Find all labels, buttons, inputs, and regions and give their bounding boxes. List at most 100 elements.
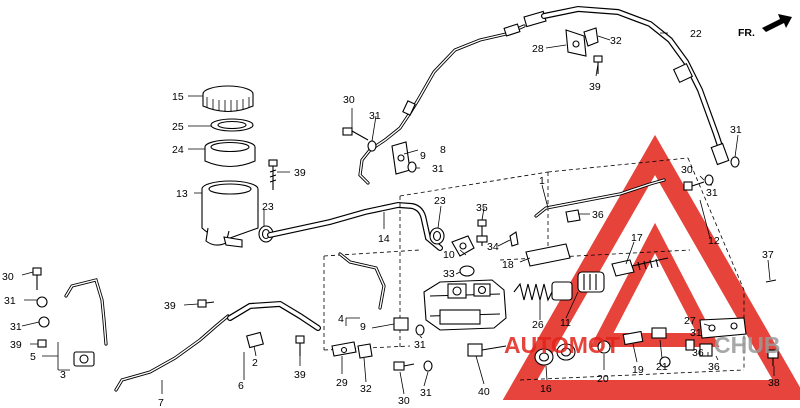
- washer-31-left: [36, 296, 48, 308]
- bolt-39-bottom: [295, 335, 305, 356]
- callout-31-right-b: 31: [706, 187, 718, 199]
- piston-spring-26: [513, 281, 573, 302]
- leader-lines: [21, 32, 775, 395]
- callout-28: 28: [532, 43, 544, 55]
- callout-36-low: 36: [708, 361, 720, 373]
- piston-11: [577, 271, 605, 293]
- callout-30-left: 30: [2, 271, 14, 283]
- hose-bracket-28: [565, 29, 587, 57]
- reservoir-13: [201, 180, 259, 248]
- bracket-27: [699, 317, 747, 339]
- callout-38: 38: [768, 377, 780, 389]
- switch-36-top: [565, 209, 581, 223]
- reservoir-filter-24: [204, 139, 256, 168]
- clamp-2: [246, 331, 264, 349]
- callout-12: 12: [708, 235, 720, 247]
- callout-35: 35: [476, 202, 488, 214]
- slave-fitting-3: [73, 351, 95, 367]
- joint-10: [451, 235, 475, 257]
- callout-21: 21: [656, 361, 668, 373]
- callout-26: 26: [532, 319, 544, 331]
- bracket-18: [525, 243, 571, 267]
- push-rod-17: [611, 257, 669, 277]
- reservoir-hose-14: [267, 201, 443, 251]
- direction-label: FR.: [738, 27, 755, 39]
- callout-34: 34: [487, 241, 499, 253]
- slave-pipe-lower: [64, 278, 108, 346]
- bolt-30-left: [32, 267, 42, 290]
- assembly-outline-left: [323, 249, 421, 351]
- callout-11: 11: [560, 317, 571, 329]
- callout-39-top: 39: [589, 81, 601, 93]
- hose-22-fittings: [672, 62, 730, 166]
- callout-25: 25: [172, 121, 184, 133]
- clip-32-bottom: [357, 343, 373, 359]
- seal-16: [534, 343, 576, 366]
- washer-31-right-b: [730, 156, 740, 168]
- bracket-29: [331, 341, 357, 357]
- bolt-30-bottom: [393, 361, 415, 371]
- seal-33: [459, 265, 475, 277]
- callout-2: 2: [252, 357, 258, 369]
- pin-34: [509, 231, 519, 247]
- callout-labels: 15 25 24 13 39 23 30 31 8 9 31 14 23 35 …: [2, 28, 780, 408]
- watermark-triangle-inner: [590, 222, 720, 347]
- callout-31-mid-b: 31: [432, 163, 444, 175]
- bolt-39-reservoir: [268, 159, 278, 190]
- hose-clip-32-top: [583, 27, 599, 47]
- callout-7: 7: [158, 397, 164, 408]
- callout-16: 16: [540, 383, 552, 395]
- callout-30-mid: 30: [343, 94, 355, 106]
- callout-36-top: 36: [592, 209, 604, 221]
- callout-31-bottom: 31: [420, 387, 432, 399]
- washer-31-left-b: [38, 316, 50, 328]
- callout-39-reservoir: 39: [294, 167, 306, 179]
- clip-36-right: [699, 343, 713, 357]
- clutch-pipe-8: [358, 24, 526, 185]
- callout-8: 8: [440, 144, 446, 156]
- bolt-30-right: [683, 181, 705, 191]
- assembly-outline-right: [499, 157, 745, 381]
- bolt-35: [476, 219, 488, 246]
- callout-3: 3: [60, 369, 66, 381]
- clutch-pipe-7: [114, 314, 230, 392]
- front-arrow-icon: [762, 14, 792, 32]
- callout-37: 37: [762, 249, 774, 261]
- callout-22: 22: [690, 28, 702, 40]
- callout-4: 4: [338, 313, 344, 325]
- clutch-hose-6: [227, 300, 321, 331]
- bolt-30-mid: [342, 127, 369, 141]
- clip-36-left: [685, 339, 695, 351]
- callout-30-right: 30: [681, 164, 693, 176]
- washer-31-lower: [423, 360, 433, 372]
- washer-31-mid-b: [407, 161, 417, 173]
- hose-clamp-23-mid: [429, 227, 445, 245]
- callout-39-bottom: 39: [294, 369, 306, 381]
- callout-29: 29: [336, 377, 348, 389]
- washer-31-mid: [367, 140, 377, 152]
- callout-39-left: 39: [10, 339, 22, 351]
- callout-36-mid: 36: [692, 347, 704, 359]
- bolt-39-left: [37, 339, 47, 348]
- callout-14: 14: [378, 233, 390, 245]
- pipe-8-fittings: [402, 10, 547, 116]
- bolt-38: [767, 349, 779, 366]
- callout-40: 40: [478, 386, 490, 398]
- callout-31-mid: 31: [369, 110, 381, 122]
- callout-19: 19: [632, 364, 644, 376]
- callout-5: 5: [30, 351, 36, 363]
- callout-32-top: 32: [610, 35, 622, 47]
- clevis-19-20-21: [597, 327, 671, 368]
- callout-20: 20: [597, 373, 609, 385]
- washer-31-bottom: [415, 324, 425, 336]
- callout-18: 18: [502, 259, 514, 271]
- callout-13: 13: [176, 188, 188, 200]
- bolt-39-mid: [197, 299, 215, 308]
- callout-30-bottom: 30: [398, 395, 410, 407]
- master-cylinder-body: [423, 279, 507, 331]
- reservoir-cap: [202, 85, 254, 113]
- callout-10: 10: [443, 249, 455, 261]
- watermark-text-b: CHUB: [714, 332, 780, 358]
- callout-31-right: 31: [730, 124, 742, 136]
